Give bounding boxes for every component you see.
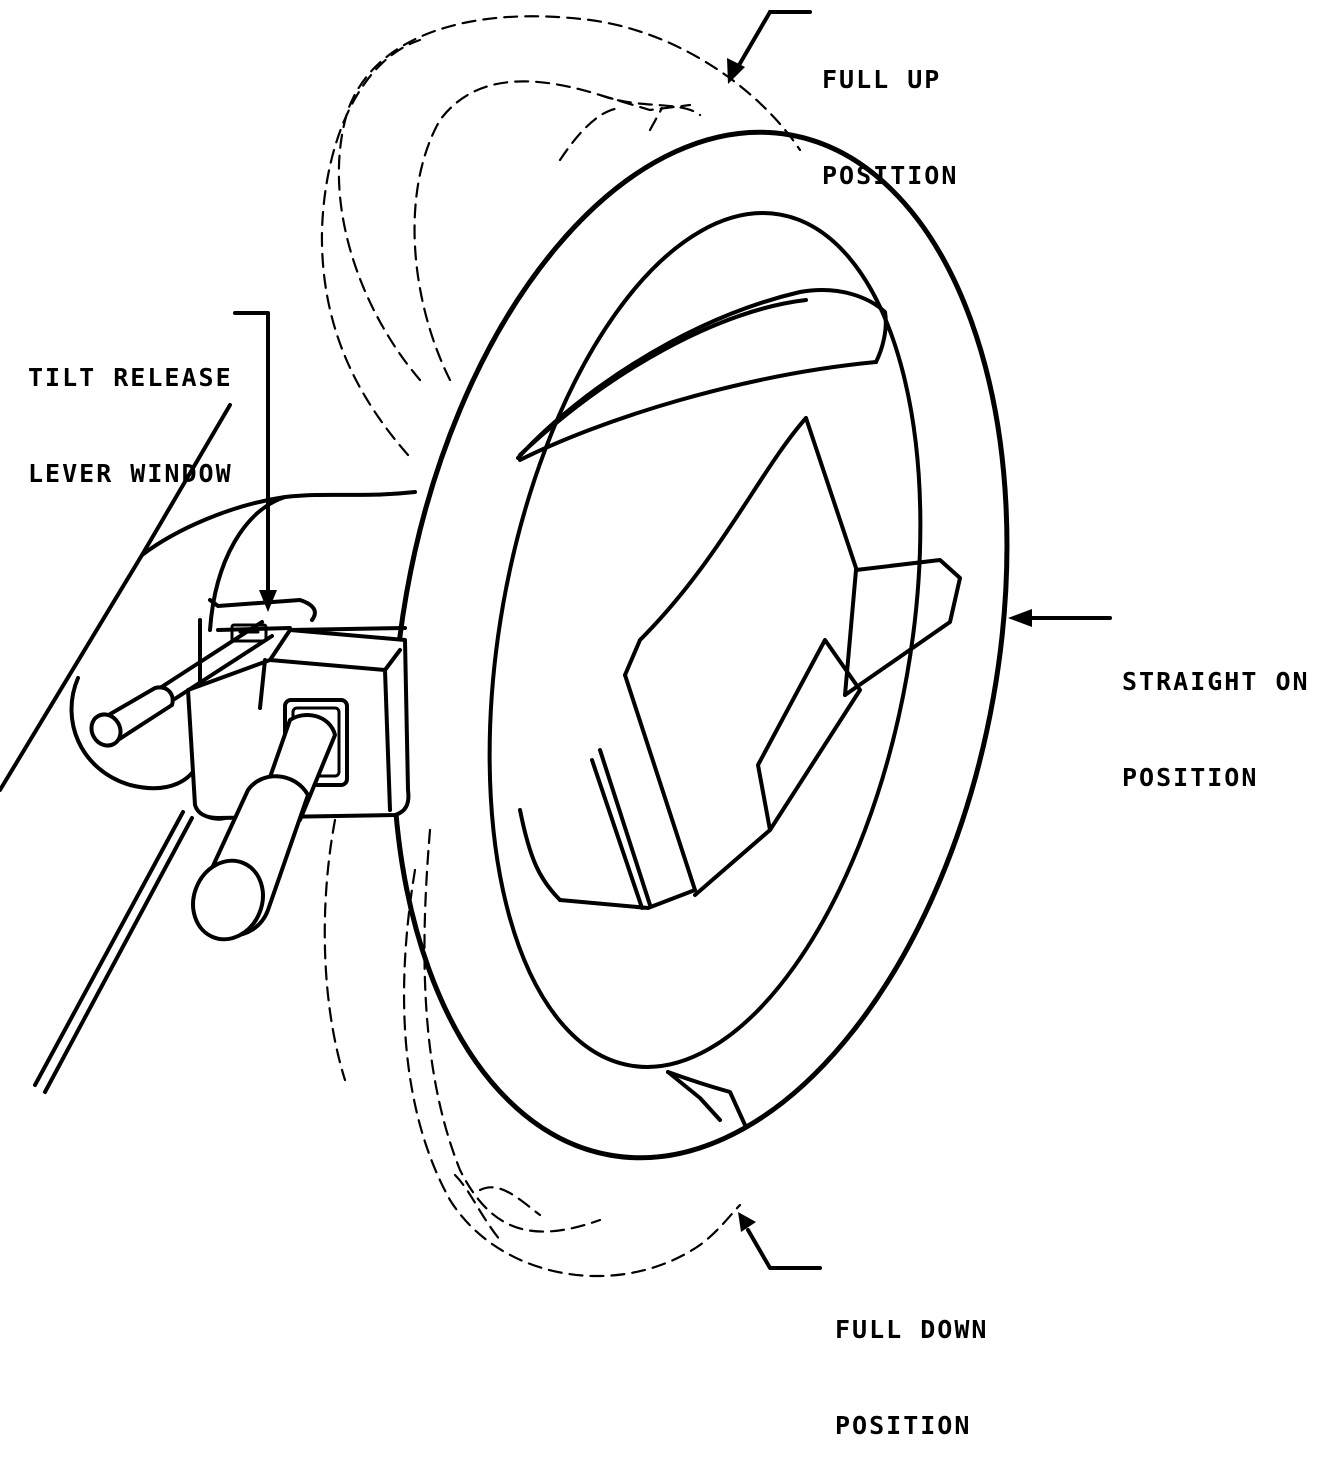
straight-on-arrowhead — [1008, 609, 1032, 627]
steering-wheel-rim — [390, 129, 1010, 1161]
tilt-release-label-line1: TILT RELEASE — [28, 363, 233, 392]
dashboard-edge-lines — [0, 403, 417, 1094]
steering-wheel-hub — [516, 288, 962, 1127]
full-up-label: FULL UP POSITION — [822, 0, 958, 224]
multifunction-lever — [191, 698, 349, 942]
full-down-label: FULL DOWN POSITION — [835, 1250, 988, 1474]
full-up-label-line1: FULL UP — [822, 65, 942, 94]
straight-on-label-line1: STRAIGHT ON — [1122, 667, 1310, 696]
straight-on-label: STRAIGHT ON POSITION — [1122, 602, 1310, 826]
tilt-release-label: TILT RELEASE LEVER WINDOW — [28, 298, 233, 522]
full-up-wheel-outline — [320, 15, 802, 457]
leader-lines — [233, 10, 1112, 1270]
full-down-arrowhead — [738, 1212, 756, 1232]
full-up-label-line2: POSITION — [822, 161, 959, 190]
straight-on-label-line2: POSITION — [1122, 763, 1259, 792]
tilt-release-arrowhead — [259, 590, 277, 612]
full-up-arrowhead — [727, 58, 745, 84]
tilt-release-label-line2: LEVER WINDOW — [28, 459, 233, 488]
full-down-wheel-outline — [323, 818, 742, 1278]
full-down-label-line2: POSITION — [835, 1411, 972, 1440]
tilt-release-lever — [89, 620, 274, 748]
full-down-label-line1: FULL DOWN — [835, 1315, 989, 1344]
steering-wheel-tilt-diagram — [0, 10, 1112, 1278]
